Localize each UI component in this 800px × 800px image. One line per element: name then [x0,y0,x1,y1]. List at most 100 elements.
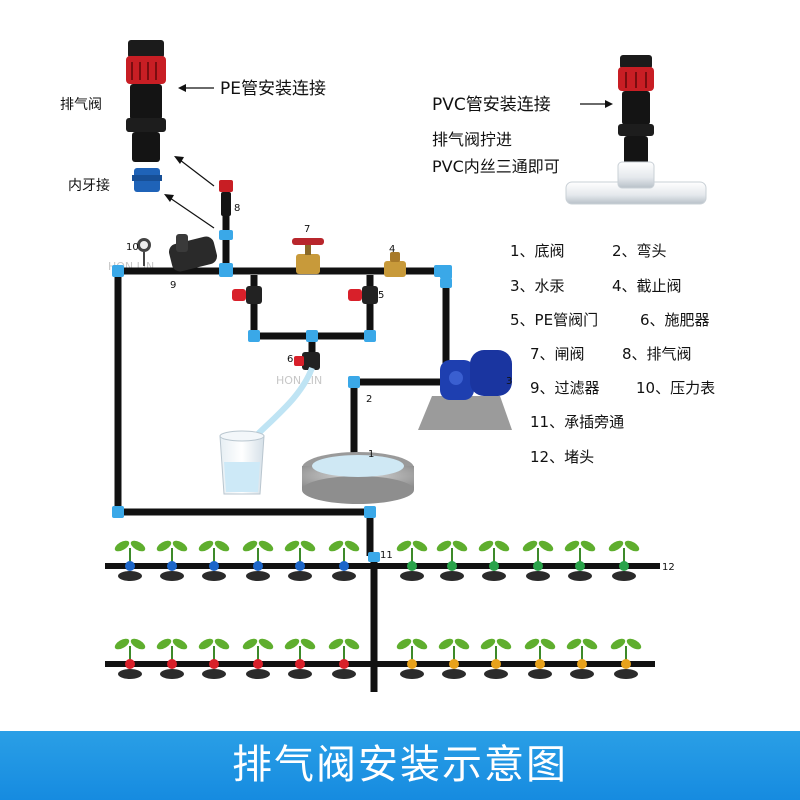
dripper-top-right-4 [575,561,585,571]
seedling-bottom-right-3 [524,638,556,679]
seedling-top-left-5 [328,540,360,581]
pvc-note-line2: PVC内丝三通即可 [432,157,560,176]
pvc-tee [565,161,707,205]
dripper-top-left-1 [167,561,177,571]
seedling-bottom-left-4 [284,638,316,679]
marker-12: 12 [662,562,675,573]
marker-8: 8 [234,203,240,214]
filter [168,234,218,272]
pointer-arrows [164,156,215,229]
legend-item-8: 8、排气阀 [622,345,692,363]
pvc-install-label: PVC管安装连接 [432,95,551,115]
seedling-top-left-3 [242,540,274,581]
dripper-bottom-left-2 [209,659,219,669]
marker-9: 9 [170,280,176,291]
dripper-top-right-2 [489,561,499,571]
well [302,452,414,504]
legend-item-6: 6、施肥器 [640,311,710,329]
pe-label-arrow [178,84,214,92]
pvc-air-valve [618,55,654,164]
legend-item-7: 7、闸阀 [530,345,585,363]
air-valve-label: 排气阀 [60,97,102,113]
pvc-note-line1: 排气阀拧进 [432,130,512,149]
dripper-bottom-left-5 [339,659,349,669]
marker-3: 3 [506,376,512,387]
watermark-2: HON LIN [276,374,322,387]
legend-item-5: 5、PE管阀门 [510,311,598,329]
dripper-bottom-left-4 [295,659,305,669]
seedling-top-right-4 [564,540,596,581]
legend-item-4: 4、截止阀 [612,277,682,295]
marker-4: 4 [389,244,395,255]
irrigation-diagram: PE管安装连接 排气阀 内牙接 PVC管安装连接 排气阀拧进 PVC内丝三通即可… [60,40,715,692]
dripper-top-left-2 [209,561,219,571]
dripper-bottom-left-0 [125,659,135,669]
marker-11: 11 [380,550,393,561]
seedling-top-left-2 [198,540,230,581]
marker-1: 1 [368,449,374,460]
marker-7: 7 [304,224,310,235]
legend-item-2: 2、弯头 [612,242,667,260]
seedling-top-left-0 [114,540,146,581]
dripper-bottom-right-3 [535,659,545,669]
stop-valve [384,252,406,277]
plant-rows [114,540,642,679]
seedling-bottom-left-2 [198,638,230,679]
pe-install-label: PE管安装连接 [220,79,326,99]
pressure-gauge [137,238,151,266]
dripper-top-right-0 [407,561,417,571]
fertilizer-injector [294,352,320,370]
seedling-top-left-4 [284,540,316,581]
seedling-top-left-1 [156,540,188,581]
marker-10: 10 [126,242,139,253]
legend-item-11: 11、承插旁通 [530,413,624,431]
water-bucket [219,430,265,495]
pvc-label-arrow [580,100,613,108]
seedling-top-right-2 [478,540,510,581]
seedling-bottom-right-0 [396,638,428,679]
seedling-bottom-right-4 [566,638,598,679]
dripper-bottom-left-1 [167,659,177,669]
seedling-bottom-right-5 [610,638,642,679]
dripper-top-left-3 [253,561,263,571]
dripper-bottom-right-1 [449,659,459,669]
legend-item-1: 1、底阀 [510,242,565,260]
water-pump [418,350,512,430]
legend-item-9: 9、过滤器 [530,379,600,397]
dripper-top-left-5 [339,561,349,571]
mid-air-valve [219,180,233,216]
legend-item-10: 10、压力表 [636,379,715,397]
seedling-bottom-left-3 [242,638,274,679]
seedling-top-right-5 [608,540,640,581]
inner-thread-label: 内牙接 [68,177,110,194]
seedling-bottom-left-0 [114,638,146,679]
seedling-bottom-right-2 [480,638,512,679]
inner-thread-connector [132,168,162,192]
seedling-top-right-1 [436,540,468,581]
seedling-bottom-right-1 [438,638,470,679]
gate-valve [292,238,324,274]
pe-valves [232,286,378,304]
legend-item-3: 3、水汞 [510,277,565,295]
seedling-bottom-left-1 [156,638,188,679]
marker-6: 6 [287,354,293,365]
seedling-top-right-0 [396,540,428,581]
dripper-top-right-3 [533,561,543,571]
title-banner: 排气阀安装示意图 [0,731,800,800]
pe-air-valve [126,40,166,162]
seedling-top-right-3 [522,540,554,581]
dripper-top-left-0 [125,561,135,571]
dripper-top-right-5 [619,561,629,571]
banner-title: 排气阀安装示意图 [232,742,568,788]
dripper-top-right-1 [447,561,457,571]
marker-2: 2 [366,394,372,405]
dripper-bottom-right-0 [407,659,417,669]
seedling-bottom-left-5 [328,638,360,679]
marker-5: 5 [378,290,384,301]
dripper-bottom-right-2 [491,659,501,669]
legend-item-12: 12、堵头 [530,448,594,466]
dripper-bottom-left-3 [253,659,263,669]
lateral-lines [105,563,660,667]
dripper-bottom-right-4 [577,659,587,669]
dripper-bottom-right-5 [621,659,631,669]
